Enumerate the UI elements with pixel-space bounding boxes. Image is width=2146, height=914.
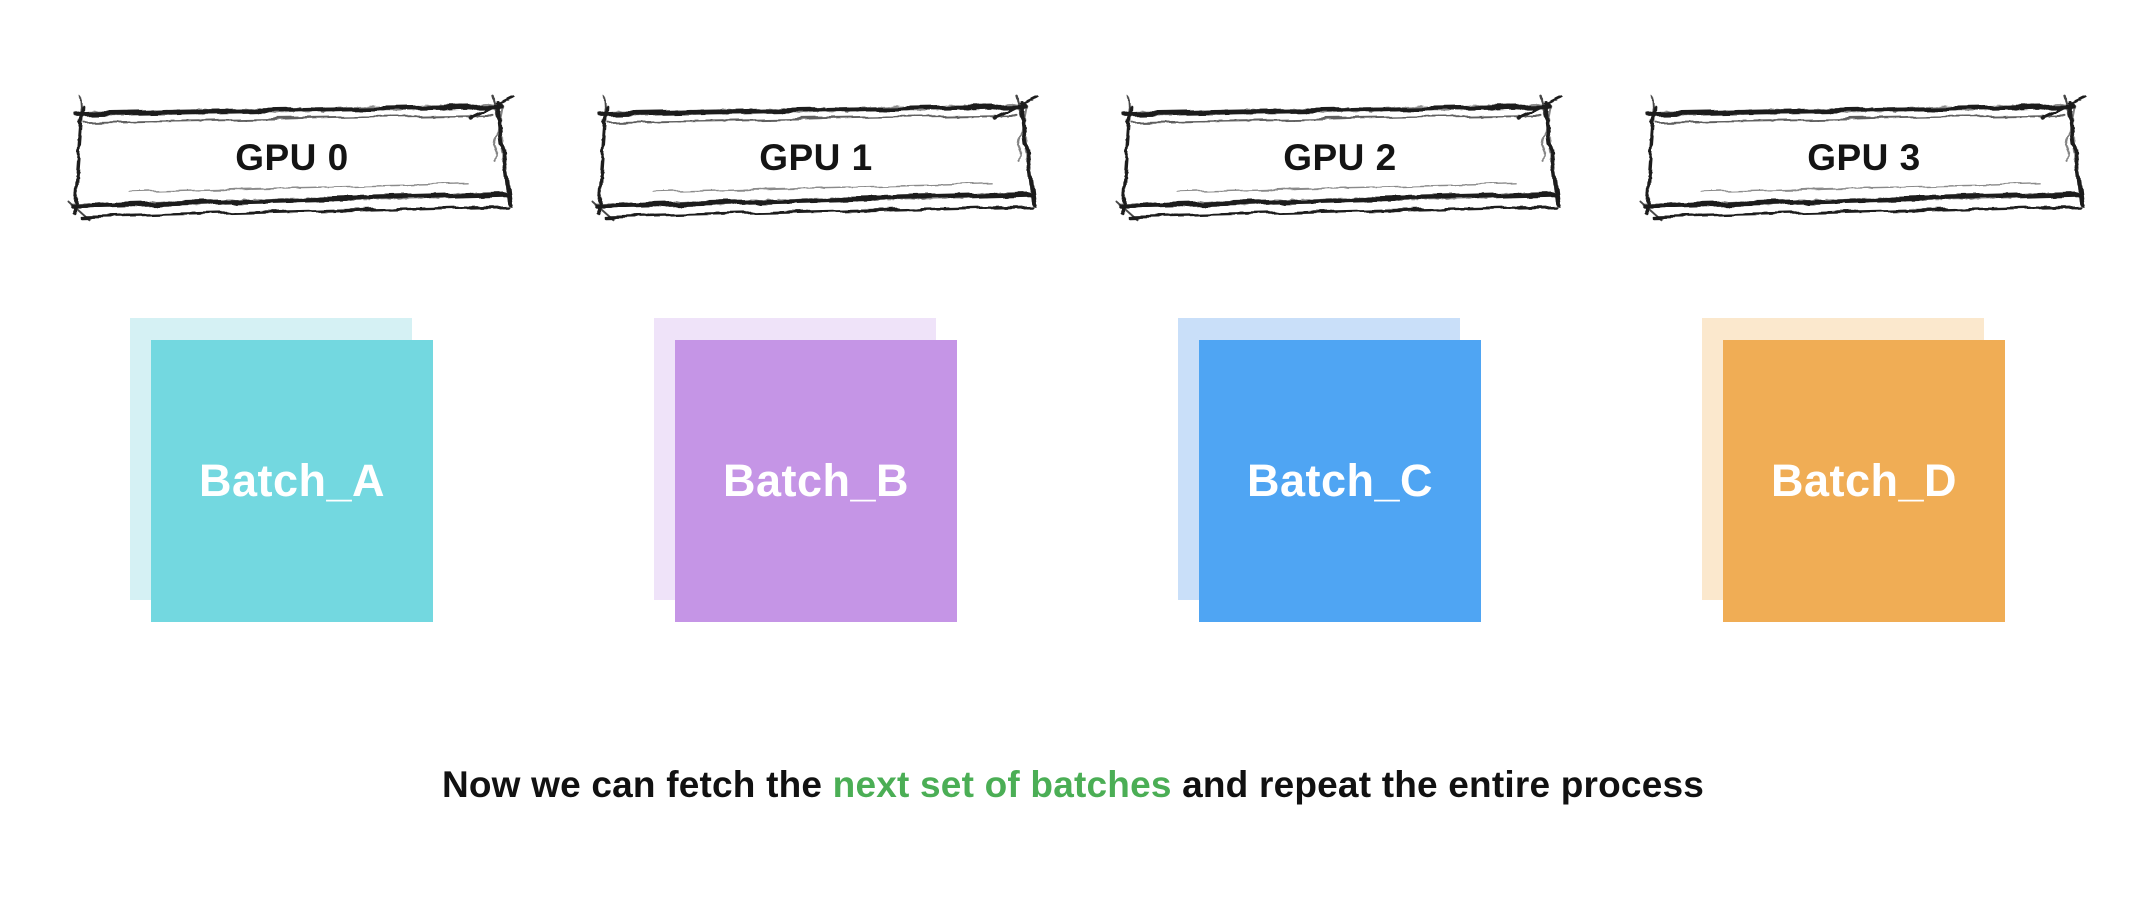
gpu-frame-2: GPU 2 [1115, 91, 1565, 225]
batch-wrap-3: Batch_D [1702, 318, 2005, 622]
batch-card: Batch_C [1199, 340, 1481, 622]
gpu-label: GPU 0 [235, 137, 349, 178]
gpu-row: GPU 0 Batch_A GPU 1 Batch_B [0, 0, 2146, 622]
batch-label: Batch_A [198, 455, 386, 506]
batch-card: Batch_A [151, 340, 433, 622]
batch-label: Batch_D [1770, 455, 1958, 506]
batch-wrap-0: Batch_A [130, 318, 433, 622]
gpu-label: GPU 3 [1807, 137, 1921, 178]
caption: Now we can fetch the next set of batches… [0, 764, 2146, 806]
caption-highlight: next set of batches [832, 764, 1172, 805]
gpu-label: GPU 2 [1283, 137, 1397, 178]
caption-prefix: Now we can fetch the [441, 764, 833, 805]
gpu-label: GPU 1 [759, 137, 873, 178]
batch-wrap-1: Batch_B [654, 318, 957, 622]
gpu-frame-3: GPU 3 [1639, 91, 2089, 225]
gpu-column-1: GPU 1 Batch_B [591, 91, 1041, 622]
gpu-column-2: GPU 2 Batch_C [1115, 91, 1565, 622]
gpu-frame-1: GPU 1 [591, 91, 1041, 225]
batch-wrap-2: Batch_C [1178, 318, 1481, 622]
gpu-column-3: GPU 3 Batch_D [1639, 91, 2089, 622]
gpu-frame-0: GPU 0 [67, 91, 517, 225]
batch-label: Batch_C [1246, 455, 1434, 506]
batch-card: Batch_D [1723, 340, 2005, 622]
gpu-column-0: GPU 0 Batch_A [67, 91, 517, 622]
batch-label: Batch_B [722, 455, 910, 506]
caption-suffix: and repeat the entire process [1171, 764, 1705, 805]
batch-card: Batch_B [675, 340, 957, 622]
